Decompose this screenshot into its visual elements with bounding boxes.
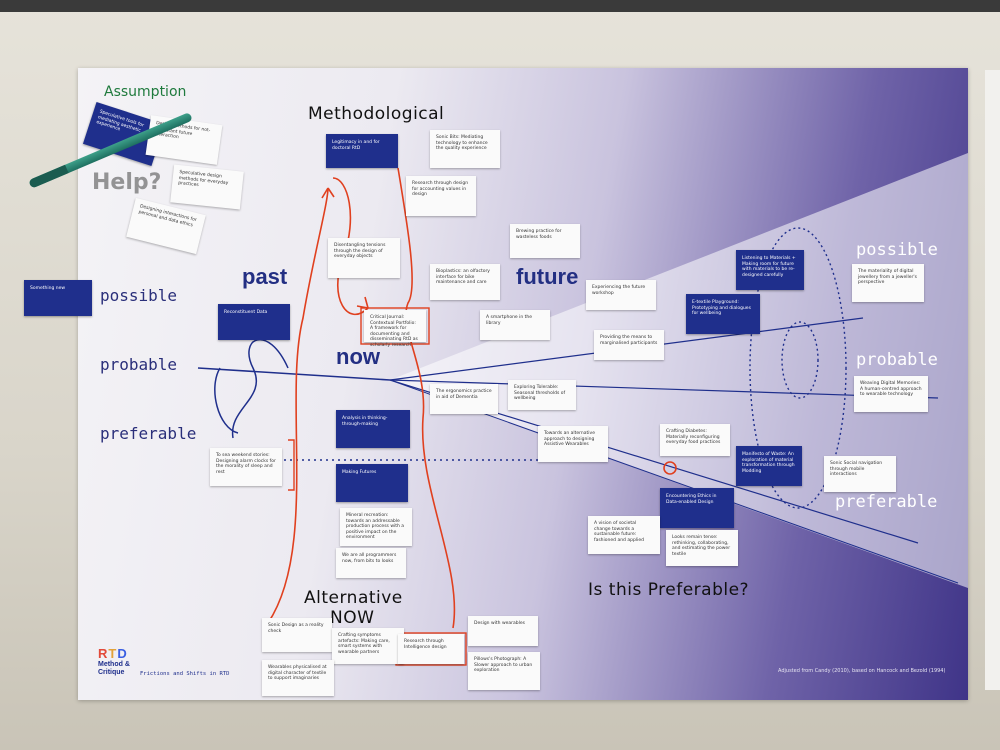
sticky-note-13: The materiality of digital jewellery fro… bbox=[852, 264, 924, 302]
sticky-note-4: Sonic Bits: Mediating technology to enha… bbox=[430, 130, 500, 168]
sticky-note-25: Research through Intelligence design bbox=[398, 634, 464, 664]
blue-card-methodological: Legitimacy in and for doctoral RtD bbox=[326, 134, 398, 168]
sticky-note-16: Exploring Tolerable: Seasonal thresholds… bbox=[508, 380, 576, 410]
top-edge bbox=[0, 0, 1000, 12]
sticky-note-10: Experiencing the future workshop bbox=[586, 280, 656, 310]
sticky-note-23: Sonic Design as a reality check bbox=[262, 618, 332, 652]
sticky-note-20: To sea weekend stories: Designing alarm … bbox=[210, 448, 282, 486]
sticky-note-2: Speculative design methods for everyday … bbox=[170, 164, 244, 210]
sticky-note-24: Crafting symptoms artefacts: Making care… bbox=[332, 628, 404, 664]
sticky-note-8: Bioplastics: an olfactory interface for … bbox=[430, 264, 500, 300]
ellipse-inner bbox=[781, 321, 819, 399]
poster-subtitle: Frictions and Shifts in RTD bbox=[140, 671, 230, 677]
timeline-past bbox=[197, 367, 391, 381]
past-label: past bbox=[242, 264, 288, 289]
future-cone bbox=[390, 153, 968, 588]
sticky-note-21: Mineral recreation: towards an addressab… bbox=[340, 508, 412, 546]
red-box-1 bbox=[360, 307, 430, 345]
cone-line-probable bbox=[389, 379, 939, 399]
red-arrow-3 bbox=[397, 167, 456, 629]
blue-card-now-2: Making Futures bbox=[336, 464, 408, 502]
blue-card-outside: Something new bbox=[24, 280, 92, 316]
handwritten-is-this-preferable: Is this Preferable? bbox=[588, 580, 750, 600]
blue-card-future-2: E-textile Playground: Prototyping and di… bbox=[686, 294, 760, 334]
sticky-note-30: Looks remain tense: rethinking, collabor… bbox=[666, 530, 738, 566]
poster-credit: Adjusted from Candy (2010), based on Han… bbox=[778, 668, 946, 674]
logo-sub-1: Method & bbox=[98, 661, 130, 668]
sticky-note-27: Wearables physicalised at digital charac… bbox=[262, 660, 334, 696]
left-possible-label: possible bbox=[100, 286, 178, 305]
blue-card-future-3: Manifesto of Waste: An exploration of ma… bbox=[736, 446, 802, 486]
handwritten-now: NOW bbox=[330, 608, 375, 628]
sticky-note-12: Providing the means to marginalised part… bbox=[594, 330, 664, 360]
sticky-note-18: Sonic Social navigation through mobile i… bbox=[824, 456, 896, 492]
sticky-note-22: We are all programmers now, from bits to… bbox=[336, 548, 406, 578]
red-circle bbox=[663, 461, 677, 475]
sticky-note-28: Pillows's Photograph: A Slower approach … bbox=[468, 652, 540, 690]
now-label: now bbox=[336, 344, 380, 369]
handwritten-help: Help? bbox=[92, 170, 162, 195]
blue-card-future-4: Encountering Ethics in Data-enabled Desi… bbox=[660, 488, 734, 528]
sticky-note-17: Crafting Diabetes: Materially reconfigur… bbox=[660, 424, 730, 456]
sticky-note-14: Weaving Digital Memories: A human-centre… bbox=[854, 376, 928, 412]
left-probable-label: probable bbox=[100, 355, 178, 374]
future-label: future bbox=[516, 264, 579, 289]
sticky-note-6: Disentangling tensions through the desig… bbox=[328, 238, 400, 278]
left-preferable-label: preferable bbox=[100, 424, 197, 443]
timeline-loop-2 bbox=[214, 367, 239, 434]
sticky-note-19: Towards an alternative approach to desig… bbox=[538, 426, 608, 462]
sticky-note-11: A smartphone in the library bbox=[480, 310, 550, 340]
sticky-note-26: Design with wearables bbox=[468, 616, 538, 646]
adjacent-poster-edge bbox=[985, 70, 1000, 690]
ellipse-outer bbox=[749, 227, 847, 509]
red-arrowhead-2 bbox=[356, 296, 369, 309]
rtd-logo-mark: RTD bbox=[98, 646, 128, 661]
sticky-note-15: The ergonomics practice in aid of Dement… bbox=[430, 384, 498, 414]
blue-card-now-1: Analysis in thinking-through-making bbox=[336, 410, 410, 448]
handwritten-methodological: Methodological bbox=[308, 104, 445, 124]
sticky-note-5: Research through design for accounting v… bbox=[406, 176, 476, 216]
blue-card-future-1: Listening to Materials + Making room for… bbox=[736, 250, 804, 290]
logo-sub-2: Critique bbox=[98, 669, 125, 676]
right-possible-label: possible bbox=[856, 240, 938, 260]
red-arrow-1 bbox=[267, 187, 329, 624]
sticky-note-7: Critical Journal: Contextual Portfolio: … bbox=[364, 310, 426, 348]
sticky-note-29: A vision of societal change towards a su… bbox=[588, 516, 660, 554]
handwritten-alternative: Alternative bbox=[304, 588, 403, 608]
right-preferable-label: preferable bbox=[835, 492, 938, 512]
blue-card-past: Reconstituent Data bbox=[218, 304, 290, 340]
rtd-logo: RTD Method & Critique bbox=[98, 646, 130, 677]
red-arrowhead-1 bbox=[321, 187, 335, 199]
red-bracket bbox=[288, 439, 295, 491]
right-probable-label: probable bbox=[856, 350, 938, 370]
sticky-note-9: Brewing practice for wasteless foods bbox=[510, 224, 580, 258]
timeline-loop-1 bbox=[231, 338, 289, 439]
handwritten-assumption: Assumption bbox=[104, 84, 187, 100]
